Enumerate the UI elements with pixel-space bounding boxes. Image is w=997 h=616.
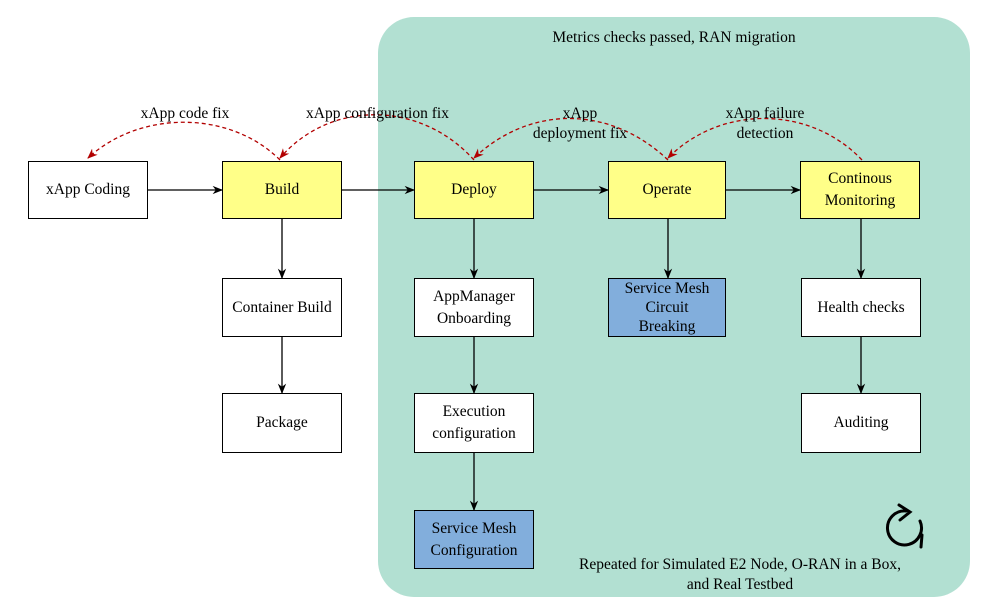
- region-footer-line1: Repeated for Simulated E2 Node, O-RAN in…: [579, 556, 901, 573]
- node-label: Build: [264, 181, 300, 198]
- node-label: Auditing: [833, 414, 889, 431]
- node-label-line3: Breaking: [638, 318, 696, 335]
- region-footer-line2: and Real Testbed: [686, 576, 794, 593]
- node-auditing: Auditing: [801, 393, 921, 453]
- node-label: Package: [256, 414, 308, 431]
- node-label-line1: Execution: [442, 403, 506, 420]
- node-label: xApp Coding: [46, 181, 130, 198]
- node-container-build: Container Build: [222, 278, 342, 337]
- node-deploy: Deploy: [414, 161, 534, 219]
- node-label: Container Build: [232, 298, 332, 316]
- node-health-checks: Health checks: [801, 278, 921, 337]
- node-label: Health checks: [817, 298, 905, 316]
- node-label-line2: Circuit: [645, 299, 689, 316]
- node-label: Deploy: [451, 181, 497, 198]
- node-build: Build: [222, 161, 342, 219]
- node-label-line1: Service Mesh: [624, 280, 710, 297]
- region-title: Metrics checks passed, RAN migration: [552, 29, 796, 46]
- node-label-line1: Continous: [828, 170, 892, 187]
- feedback-arc-deploy-fix: [473, 117, 669, 161]
- node-operate: Operate: [608, 161, 726, 219]
- feedback-arc-config-fix: [279, 114, 475, 161]
- node-label-line2: Configuration: [430, 541, 518, 559]
- feedback-arc-code-fix: [87, 121, 281, 161]
- node-label-line2: configuration: [432, 425, 516, 442]
- label-deploy-fix-line2: deployment fix: [532, 125, 628, 142]
- refresh-cycle-icon: [886, 503, 924, 549]
- node-xapp-coding: xApp Coding: [28, 161, 148, 219]
- node-appmanager-onboarding: AppManager Onboarding: [414, 278, 534, 337]
- label-failure-line1: xApp failure: [725, 105, 805, 122]
- node-package: Package: [222, 393, 342, 453]
- feedback-arc-failure-detection: [667, 117, 863, 161]
- node-label-line2: Onboarding: [436, 309, 512, 327]
- node-label-line2: Monitoring: [824, 192, 896, 209]
- label-failure-line2: detection: [736, 125, 794, 142]
- label-code-fix: xApp code fix: [140, 105, 230, 122]
- node-continuous-monitoring: Continous Monitoring: [800, 161, 920, 219]
- node-label-line1: Service Mesh: [431, 519, 517, 537]
- node-service-mesh-configuration: Service Mesh Configuration: [414, 510, 534, 569]
- label-deploy-fix-line1: xApp: [562, 105, 598, 122]
- node-label-line1: AppManager: [433, 287, 515, 305]
- node-service-mesh-circuit-breaking: Service Mesh Circuit Breaking: [608, 278, 726, 337]
- node-execution-configuration: Execution configuration: [414, 393, 534, 453]
- label-config-fix: xApp configuration fix: [306, 105, 449, 122]
- node-label: Operate: [642, 181, 692, 198]
